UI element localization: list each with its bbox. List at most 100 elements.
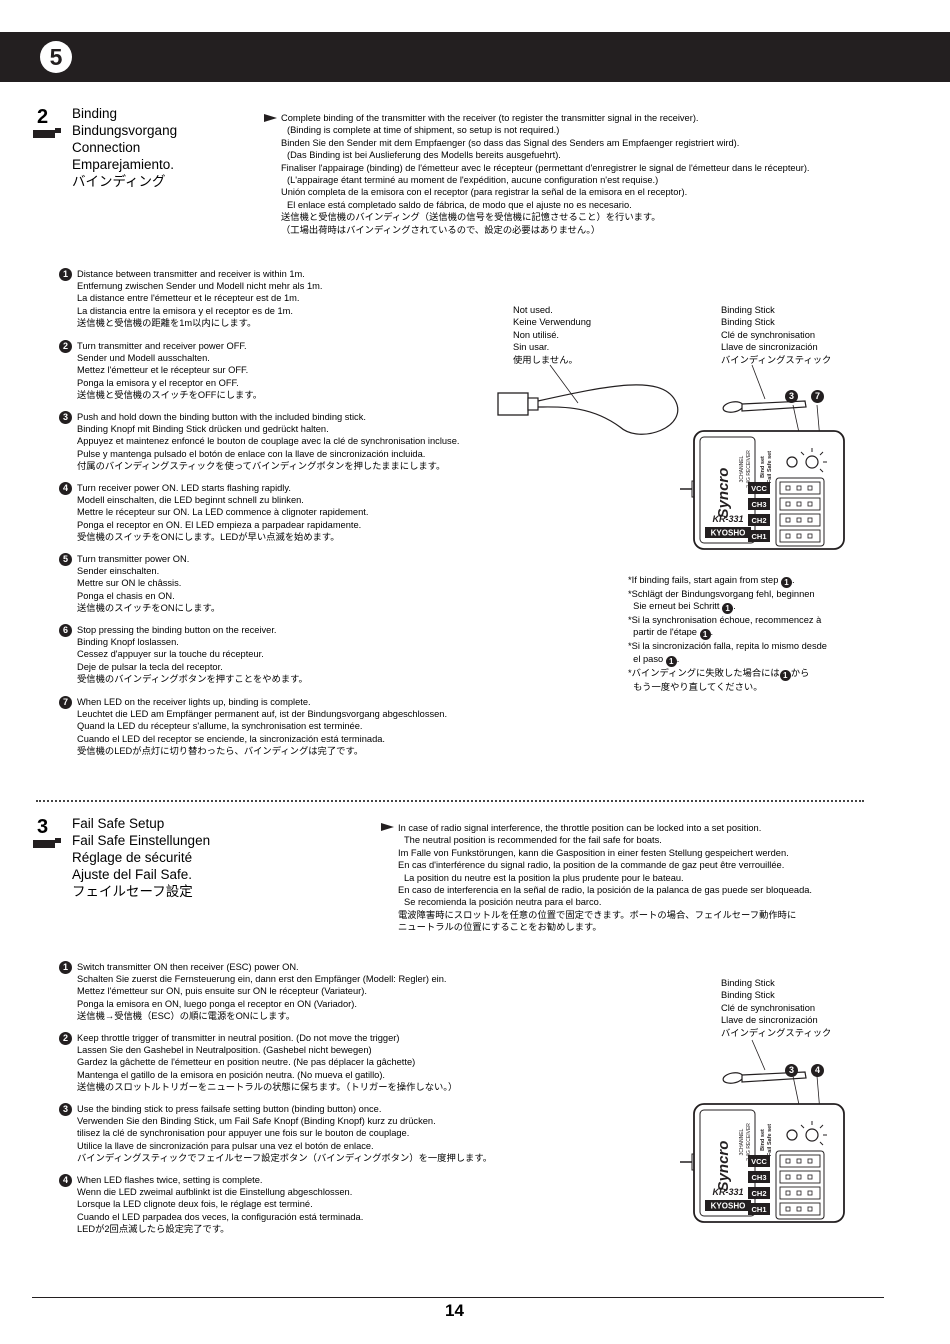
note-text: partir de l'étape [628,627,700,638]
step-line: When LED on the receiver lights up, bind… [77,697,311,707]
note-line: partir de l'étape 1. [628,626,827,641]
note-text: から [790,667,810,678]
receiver-port-label: CH3 [751,1173,766,1182]
receiver-maker: KYOSHO [711,529,746,538]
svg-text:Bind set: Bind set [760,456,766,478]
step-ref-number: 1 [780,577,792,588]
receiver-led [786,1129,798,1141]
receiver-model: KR-331 [712,1187,743,1197]
intro-line: (Binding is complete at time of shipment… [287,125,560,136]
failsafe-section-number: 3 [37,816,49,838]
note-line: *Si la sincronización falla, repita lo m… [628,640,827,652]
section-title-line: フェイルセーフ設定 [72,884,193,899]
page-number: 14 [445,1301,464,1320]
callout-number: 7 [811,390,824,403]
step-line: Switch transmitter ON then receiver (ESC… [77,962,299,972]
intro-line: (Das Binding ist bei Auslieferung des Mo… [287,150,561,161]
step-text: When LED flashes twice, setting is compl… [77,1174,363,1235]
receiver-port-label: VCC [751,484,767,493]
step-line: Push and hold down the binding button wi… [77,412,366,422]
binding-diagram: Syncro 3CHANNEL 2.4G RECEIVER KR-331 KYO… [497,364,845,550]
step-line: 送信機と受信機の距離を1m以内にします。 [77,317,257,328]
step-line: Turn transmitter power ON. [77,554,190,564]
svg-text:Bind set: Bind set [760,1129,766,1151]
receiver-bind-button [805,455,819,469]
step-line: Lassen Sie den Gashebel in Neutralpositi… [77,1045,372,1056]
step-number: 3 [59,1103,72,1116]
label-line: Binding Stick [721,305,775,315]
intro-line: En cas d'interférence du signal radio, l… [398,860,785,871]
step-line: Mettre sur ON le châssis. [77,578,182,589]
intro-line: La position du neutre est la position la… [404,872,684,883]
step-text: Stop pressing the binding button on the … [77,624,308,685]
section-title-line: Réglage de sécurité [72,850,193,865]
binding-failure-note: *If binding fails, start again from step… [628,574,827,693]
receiver-port-label: CH2 [751,516,766,525]
note-text: *If binding fails, start again from step [628,575,781,585]
step-line: バインディングスティックでフェイルセーフ設定ボタン（バインディングボタン）を一度… [77,1152,493,1163]
label-line: Non utilisé. [513,329,559,340]
intro-line: Im Falle von Funkstörungen, kann die Gas… [398,847,789,858]
step-line: Mettez l'émetteur sur ON, puis ensuite s… [77,986,367,997]
label-line: Clé de synchronisation [721,329,816,340]
step-number: 3 [59,411,72,424]
step-text: Turn transmitter and receiver power OFF.… [77,340,262,401]
callout-number: 4 [811,1064,824,1077]
label-line: Llave de sincronización [721,342,818,353]
header-step-number: 5 [40,41,72,73]
intro-line: 送信機と受信機のバインディング（送信機の信号を受信機に記憶させること）を行います… [281,212,661,223]
pointer-arrow-icon [381,823,394,831]
intro-line: 電波障害時にスロットルを任意の位置で固定できます。ボートの場合、フェイルセーフ動… [398,909,797,920]
intro-line: Binden Sie den Sender mit dem Empfaenger… [281,137,740,148]
step-text: When LED on the receiver lights up, bind… [77,696,447,757]
note-line: *Si la synchronisation échoue, recommenc… [628,614,827,626]
step-line: La distance entre l'émetteur et le récep… [77,293,300,304]
note-text: Sie erneut bei Schritt [628,601,723,612]
step-text: Turn transmitter power ON. Sender einscha… [77,553,220,614]
step-line: Mettez l'émetteur et le récepteur sur OF… [77,365,249,376]
section-title-line: Bindungsvorgang [72,123,178,138]
step-ref-number: 1 [699,629,711,641]
step-ref-number: 1 [779,669,791,681]
receiver-bind-button [805,1128,819,1142]
receiver-led [786,456,798,468]
step-ref-number: 1 [665,655,677,667]
receiver-port-label: CH2 [751,1189,766,1198]
note-line: *If binding fails, start again from step… [628,574,827,588]
note-line: *Schlägt der Bindungsvorgang fehl, begin… [628,588,827,600]
label-line: Keine Verwendung [513,317,592,328]
note-line: Sie erneut bei Schritt 1. [628,600,827,615]
section-divider [36,800,864,802]
step-text: Use the binding stick to press failsafe … [77,1103,492,1164]
step-line: Turn transmitter and receiver power OFF. [77,341,247,351]
step-line: Deje de pulsar la tecla del receptor. [77,661,223,672]
step-line: Cuando el LED parpadea dos veces, la con… [77,1211,364,1222]
svg-text:2.4G RECEIVER: 2.4G RECEIVER [746,1123,752,1161]
step-line: Turn receiver power ON. LED starts flash… [77,483,291,493]
step-number: 5 [59,553,72,566]
step-line: 送信機→受信機（ESC）の順に電源をONにします。 [77,1010,296,1021]
footer-rule [32,1297,884,1298]
note-text: . [791,575,795,585]
pointer-arrow-icon [264,114,277,122]
section-title-line: Fail Safe Setup [72,816,165,831]
step-line: Sender einschalten. [77,566,160,577]
note-text: . [733,601,736,612]
intro-line: En caso de interferencia en la señal de … [398,885,813,896]
step-line: Ponga el chasis en ON. [77,590,175,601]
step-line: Stop pressing the binding button on the … [77,625,277,635]
step-line: Appuyez et maintenez enfoncé le bouton d… [77,436,460,447]
step-line: Quand la LED du récepteur s'allume, la s… [77,721,363,732]
step-line: Cessez d'appuyer sur la touche du récept… [77,649,264,660]
binding-intro-text: Complete binding of the transmitter with… [281,112,810,236]
intro-line: (L'appairage étant terminé au moment de … [287,175,659,186]
led-rays-icon [800,448,827,473]
step-number: 2 [59,1032,72,1045]
step-line: Pulse y mantenga pulsado el botón de enl… [77,448,426,459]
intro-line: Complete binding of the transmitter with… [281,113,699,123]
